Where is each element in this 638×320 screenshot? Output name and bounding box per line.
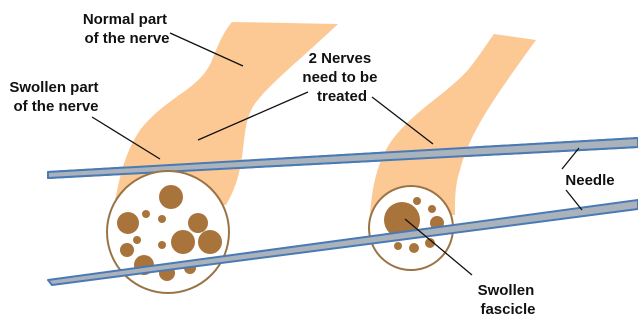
fascicle bbox=[120, 243, 134, 257]
label-normal-part: Normal part of the nerve bbox=[83, 11, 171, 47]
fascicle bbox=[413, 197, 421, 205]
label-nerves-line1: 2 Nerves bbox=[309, 50, 372, 67]
label-swollen-line2: of the nerve bbox=[13, 98, 98, 115]
fascicle bbox=[158, 215, 166, 223]
fascicle bbox=[171, 230, 195, 254]
fascicle bbox=[394, 242, 402, 250]
label-nerves-line3: treated bbox=[317, 88, 367, 105]
right-nerve bbox=[370, 34, 536, 215]
fascicle bbox=[428, 205, 436, 213]
fascicle bbox=[198, 230, 222, 254]
label-nerves-line2: need to be bbox=[302, 69, 377, 86]
fascicle bbox=[158, 241, 166, 249]
fascicle bbox=[188, 213, 208, 233]
fascicle bbox=[159, 185, 183, 209]
label-normal-line1: Normal part bbox=[83, 11, 167, 28]
label-two-nerves: 2 Nerves need to be treated bbox=[302, 50, 381, 105]
label-normal-line2: of the nerve bbox=[84, 30, 169, 47]
label-swollen-fascicle: Swollen fascicle bbox=[478, 282, 539, 318]
fascicle bbox=[409, 243, 419, 253]
label-needle: Needle bbox=[565, 172, 614, 189]
fascicle bbox=[117, 212, 139, 234]
label-fascicle-line1: Swollen bbox=[478, 282, 535, 299]
fascicle bbox=[133, 236, 141, 244]
leader-needle-lower bbox=[566, 190, 582, 210]
label-swollen-line1: Swollen part bbox=[9, 79, 98, 96]
label-swollen-part: Swollen part of the nerve bbox=[9, 79, 102, 115]
fascicle bbox=[142, 210, 150, 218]
label-fascicle-line2: fascicle bbox=[480, 301, 535, 318]
